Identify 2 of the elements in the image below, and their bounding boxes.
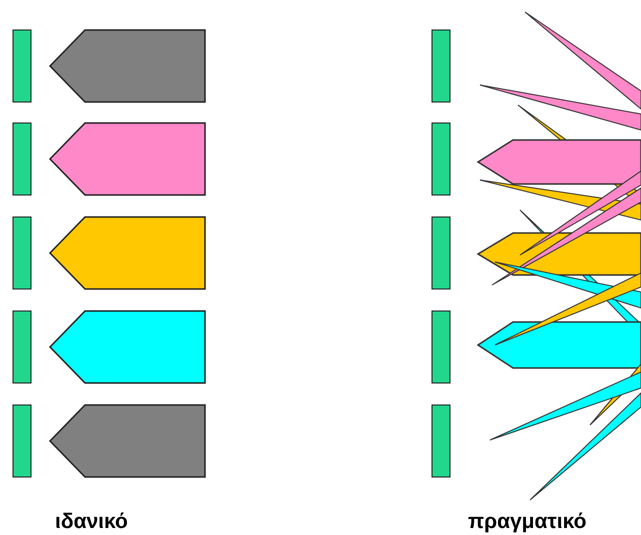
panel-caption: ιδανικό xyxy=(55,510,128,534)
panel-caption: πραγματικό xyxy=(468,510,586,534)
